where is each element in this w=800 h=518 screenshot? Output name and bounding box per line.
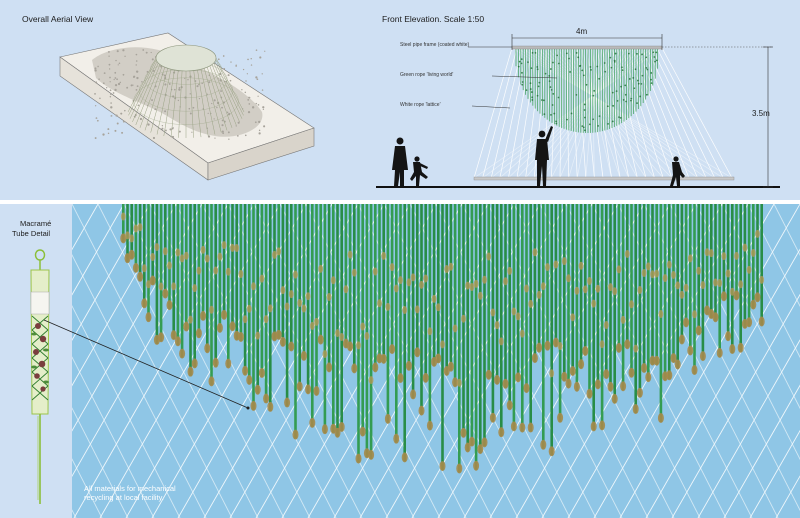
- front-elevation-panel: Front Elevation. Scale 1:50: [362, 0, 800, 200]
- white-rope-lattice: [473, 47, 733, 179]
- aerial-view-panel: Overall Aerial View: [0, 0, 362, 200]
- elevation-drawing: [376, 34, 780, 188]
- recycling-note-line1: All materials for mechanical: [84, 484, 176, 493]
- macrame-title-line2: Tube Detail: [12, 229, 51, 238]
- aerial-view-title: Overall Aerial View: [22, 14, 94, 24]
- macrame-title-line1: Macramé: [20, 219, 52, 228]
- macrame-tube-drawing: [30, 249, 50, 504]
- silhouette-person-right: [670, 156, 685, 186]
- silhouette-adult-left: [392, 137, 408, 186]
- width-dimension-label: 4m: [576, 27, 588, 36]
- human-silhouettes: [392, 126, 685, 186]
- front-elevation-title: Front Elevation. Scale 1:50: [382, 14, 485, 24]
- silhouette-adult-reaching: [535, 126, 553, 186]
- recycling-note-line2: recycling at local facility.: [84, 493, 164, 502]
- green-rope-sphere: [515, 49, 659, 133]
- label-steel-pipe-frame: Steel pipe frame (coated white): [400, 42, 470, 48]
- silhouette-child: [410, 156, 428, 186]
- canopy-closeup-drawing: [72, 204, 800, 518]
- aerial-drawing: [59, 32, 315, 181]
- steel-pipe-frame-top: [511, 45, 663, 50]
- label-white-rope: White rope 'lattice': [400, 102, 441, 108]
- steel-pipe-frame-bottom: [473, 176, 735, 181]
- closeup-plant-pods: [120, 212, 765, 474]
- height-dimension-label: 3.5m: [752, 109, 770, 118]
- aerial-canopy-top-ring: [155, 44, 217, 72]
- closeup-green-strands: [122, 204, 763, 473]
- label-green-rope: Green rope 'living world': [400, 72, 454, 78]
- canopy-shadow: [92, 47, 263, 137]
- macrame-detail-panel: Macramé Tube Detail: [0, 204, 72, 518]
- platform-right-side: [207, 127, 315, 181]
- canopy-closeup-panel: All materials for mechanical recycling a…: [72, 204, 800, 518]
- aerial-canopy: [127, 52, 245, 138]
- shadow-texture: [94, 49, 266, 140]
